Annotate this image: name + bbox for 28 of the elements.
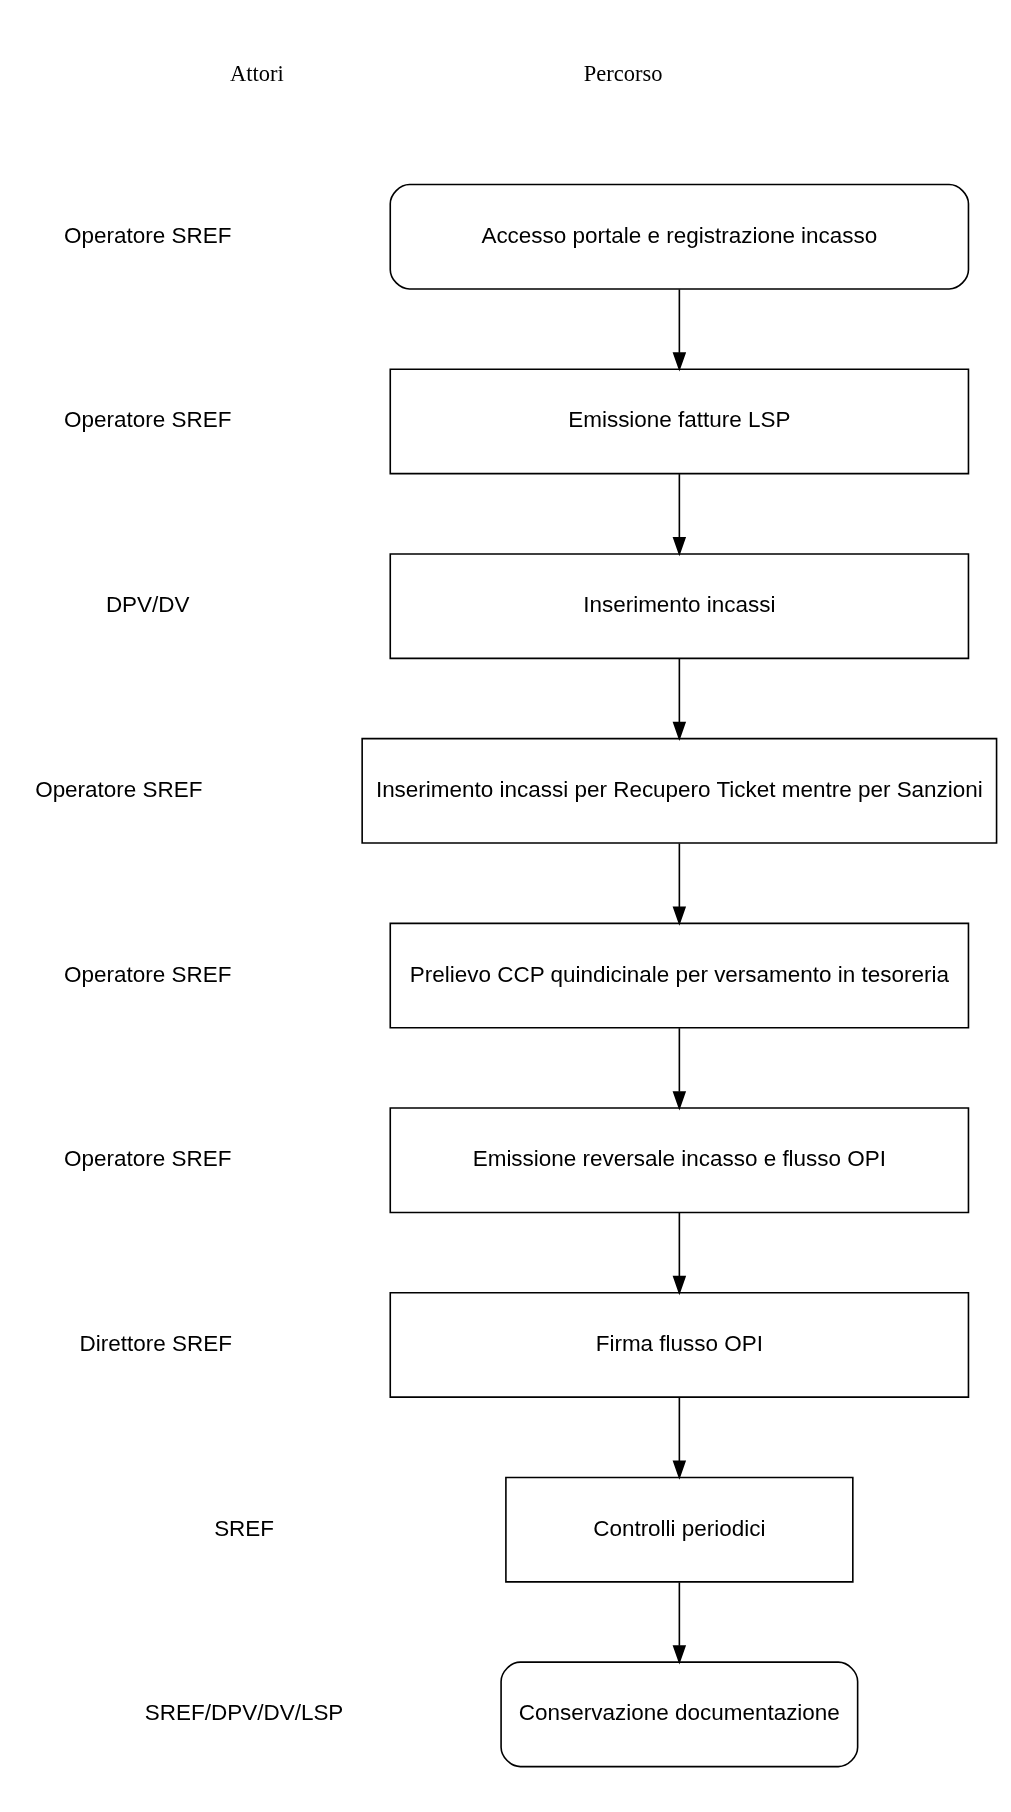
label: SREF/DPV/DV/LSP: [144, 1699, 344, 1725]
node-box: Inserimento incassi: [389, 552, 970, 659]
node-box: Accesso portale e registrazione incasso: [389, 183, 970, 290]
label: Direttore SREF: [79, 1330, 232, 1356]
arrow: [672, 1026, 687, 1110]
label: Operatore SREF: [64, 1145, 232, 1171]
node-box: Emissione fatture LSP: [389, 367, 970, 474]
arrow: [672, 288, 687, 372]
label: SREF: [214, 1515, 275, 1541]
label: Operatore SREF: [64, 961, 232, 987]
arrow: [672, 842, 687, 926]
label: Percorso: [583, 60, 663, 86]
node-box: Inserimento incassi per Recupero Ticket mentre per Sanzioni: [361, 737, 998, 844]
node-box: Emissione reversale incasso e flusso OPI: [389, 1106, 970, 1213]
label: Operatore SREF: [64, 406, 232, 432]
label: DPV/DV: [105, 591, 190, 617]
label: Operatore SREF: [35, 776, 203, 802]
label: Operatore SREF: [64, 222, 232, 248]
arrow: [672, 1211, 687, 1295]
node-box: Prelievo CCP quindicinale per versamento in tesoreria: [389, 922, 970, 1029]
node-box: Conservazione documentazione: [500, 1660, 859, 1767]
label: Attori: [230, 60, 284, 86]
arrow: [672, 1581, 687, 1665]
arrow: [672, 472, 687, 556]
arrow: [672, 1396, 687, 1480]
node-box: Firma flusso OPI: [389, 1291, 970, 1398]
arrow: [672, 657, 687, 741]
node-box: Controlli periodici: [505, 1476, 854, 1583]
